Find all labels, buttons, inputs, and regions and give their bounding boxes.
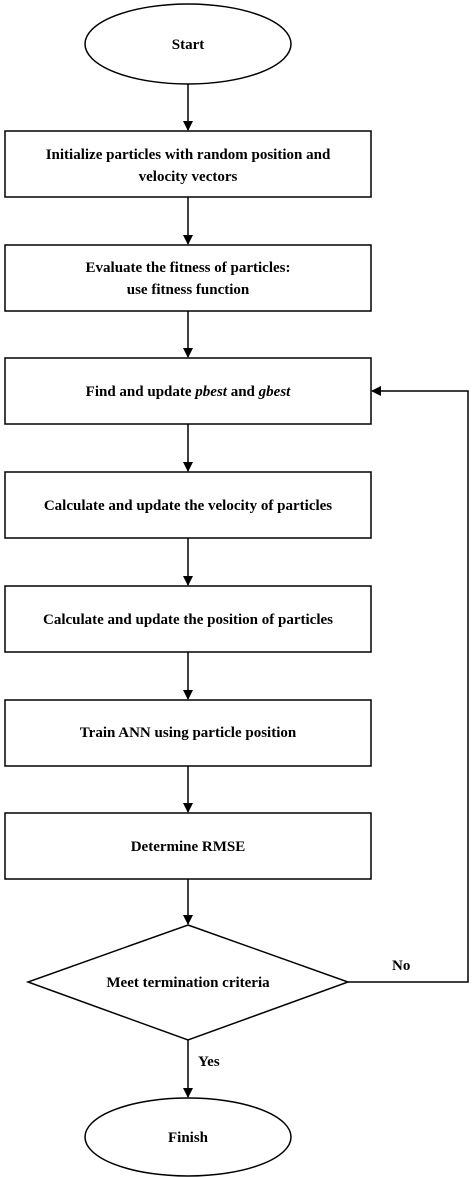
start-label: Start [172,37,205,53]
finish-label: Finish [168,1130,209,1146]
find-prefix: Find and update [86,384,196,400]
find-and: and [227,384,259,400]
arrow-no-loop [348,386,469,983]
position-box [4,585,372,653]
position-label: Calculate and update the position of par… [43,612,333,628]
train-label: Train ANN using particle position [80,725,297,741]
init-line-2: velocity vectors [139,169,238,185]
velocity-label: Calculate and update the velocity of par… [44,498,332,514]
decision-label: Meet termination criteria [106,975,270,991]
rmse-label: Determine RMSE [131,839,246,855]
yes-label: Yes [198,1054,220,1070]
find-update-label: Find and update pbest and gbest [86,384,291,400]
velocity-box [4,471,372,539]
find-gbest: gbest [258,384,291,400]
evaluate-fitness-box [4,244,372,312]
eval-line-1: Evaluate the fitness of particles: [86,260,291,276]
eval-line-2: use fitness function [127,282,250,298]
init-line-1: Initialize particles with random positio… [46,147,331,163]
rmse-box [4,812,372,880]
find-pbest: pbest [193,384,227,400]
no-label: No [392,958,410,974]
finish-node [84,1097,292,1177]
init-particles-box [4,130,372,198]
